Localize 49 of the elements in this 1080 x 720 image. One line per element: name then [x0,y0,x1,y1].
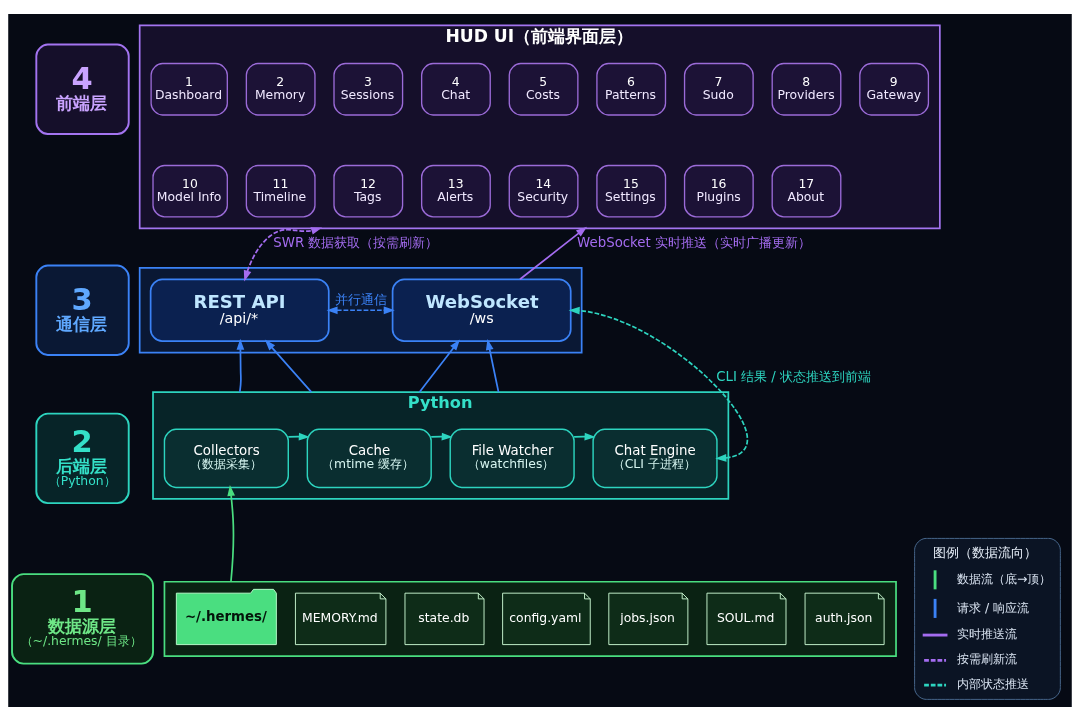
legend-label: 实时推送流 [956,626,1017,641]
node-box: 4 前端层 [35,43,130,135]
node-box: 15 Settings [596,164,667,218]
edge-label: CLI 结果 / 状态推送到前端 [716,368,872,384]
node-box: 1 数据源层 （~/.hermes/ 目录） [11,572,154,665]
node-box: 5 Costs [508,62,579,116]
arrow [485,338,500,393]
legend-label: 按需刷新流 [956,651,1017,666]
node-box: File Watcher （watchfiles） [449,428,575,488]
node-box: Cache （mtime 缓存） [306,428,432,488]
node-box: 17 About [771,164,842,218]
edge-label: WebSocket 实时推送（实时广播更新） [577,234,812,250]
node-box: 3 通信层 [35,264,130,356]
node-box: 4 Chat [420,62,491,116]
node-box: 14 Security [508,164,579,218]
node-box: 2 后端层 （Python） [35,412,130,504]
arrow [227,484,235,583]
arrow [418,338,460,393]
arrow [287,432,310,440]
node-box: 1 Dashboard [150,62,228,116]
edge-label: 并行通信 [334,291,387,307]
arrow [430,432,453,440]
node-box: 2 Memory [245,62,316,116]
node-box: 11 Timeline [245,164,316,218]
legend-label: 请求 / 响应流 [956,600,1030,615]
node-box: 6 Patterns [596,62,667,116]
arrow [264,339,313,393]
edge-label: SWR 数据获取（按需刷新） [273,234,439,250]
node-box: Collectors （数据采集） [163,428,289,488]
legend-label: 数据流（底→顶） [956,571,1052,586]
cluster [163,580,897,657]
node-box: WebSocket /ws [391,277,572,342]
node-box: 12 Tags [333,164,404,218]
node-box: Chat Engine （CLI 子进程） [592,428,718,488]
node-box: 9 Gateway [859,62,930,116]
node-box: 10 Model Info [152,164,228,218]
node-box: REST API /api/* [149,277,330,342]
node-box: 3 Sessions [333,62,404,116]
node-box: 7 Sudo [683,62,754,116]
node-box: 8 Providers [771,62,842,116]
arrow [326,305,395,314]
arrow [568,306,748,462]
arrow [243,226,323,281]
arrow [236,338,245,393]
legend-label: 内部状态推送 [956,676,1029,691]
label: 图例（数据流向） [933,544,1038,560]
arrow [519,226,588,280]
node-box: 13 Alerts [420,164,491,218]
node-box: 16 Plugins [683,164,754,218]
